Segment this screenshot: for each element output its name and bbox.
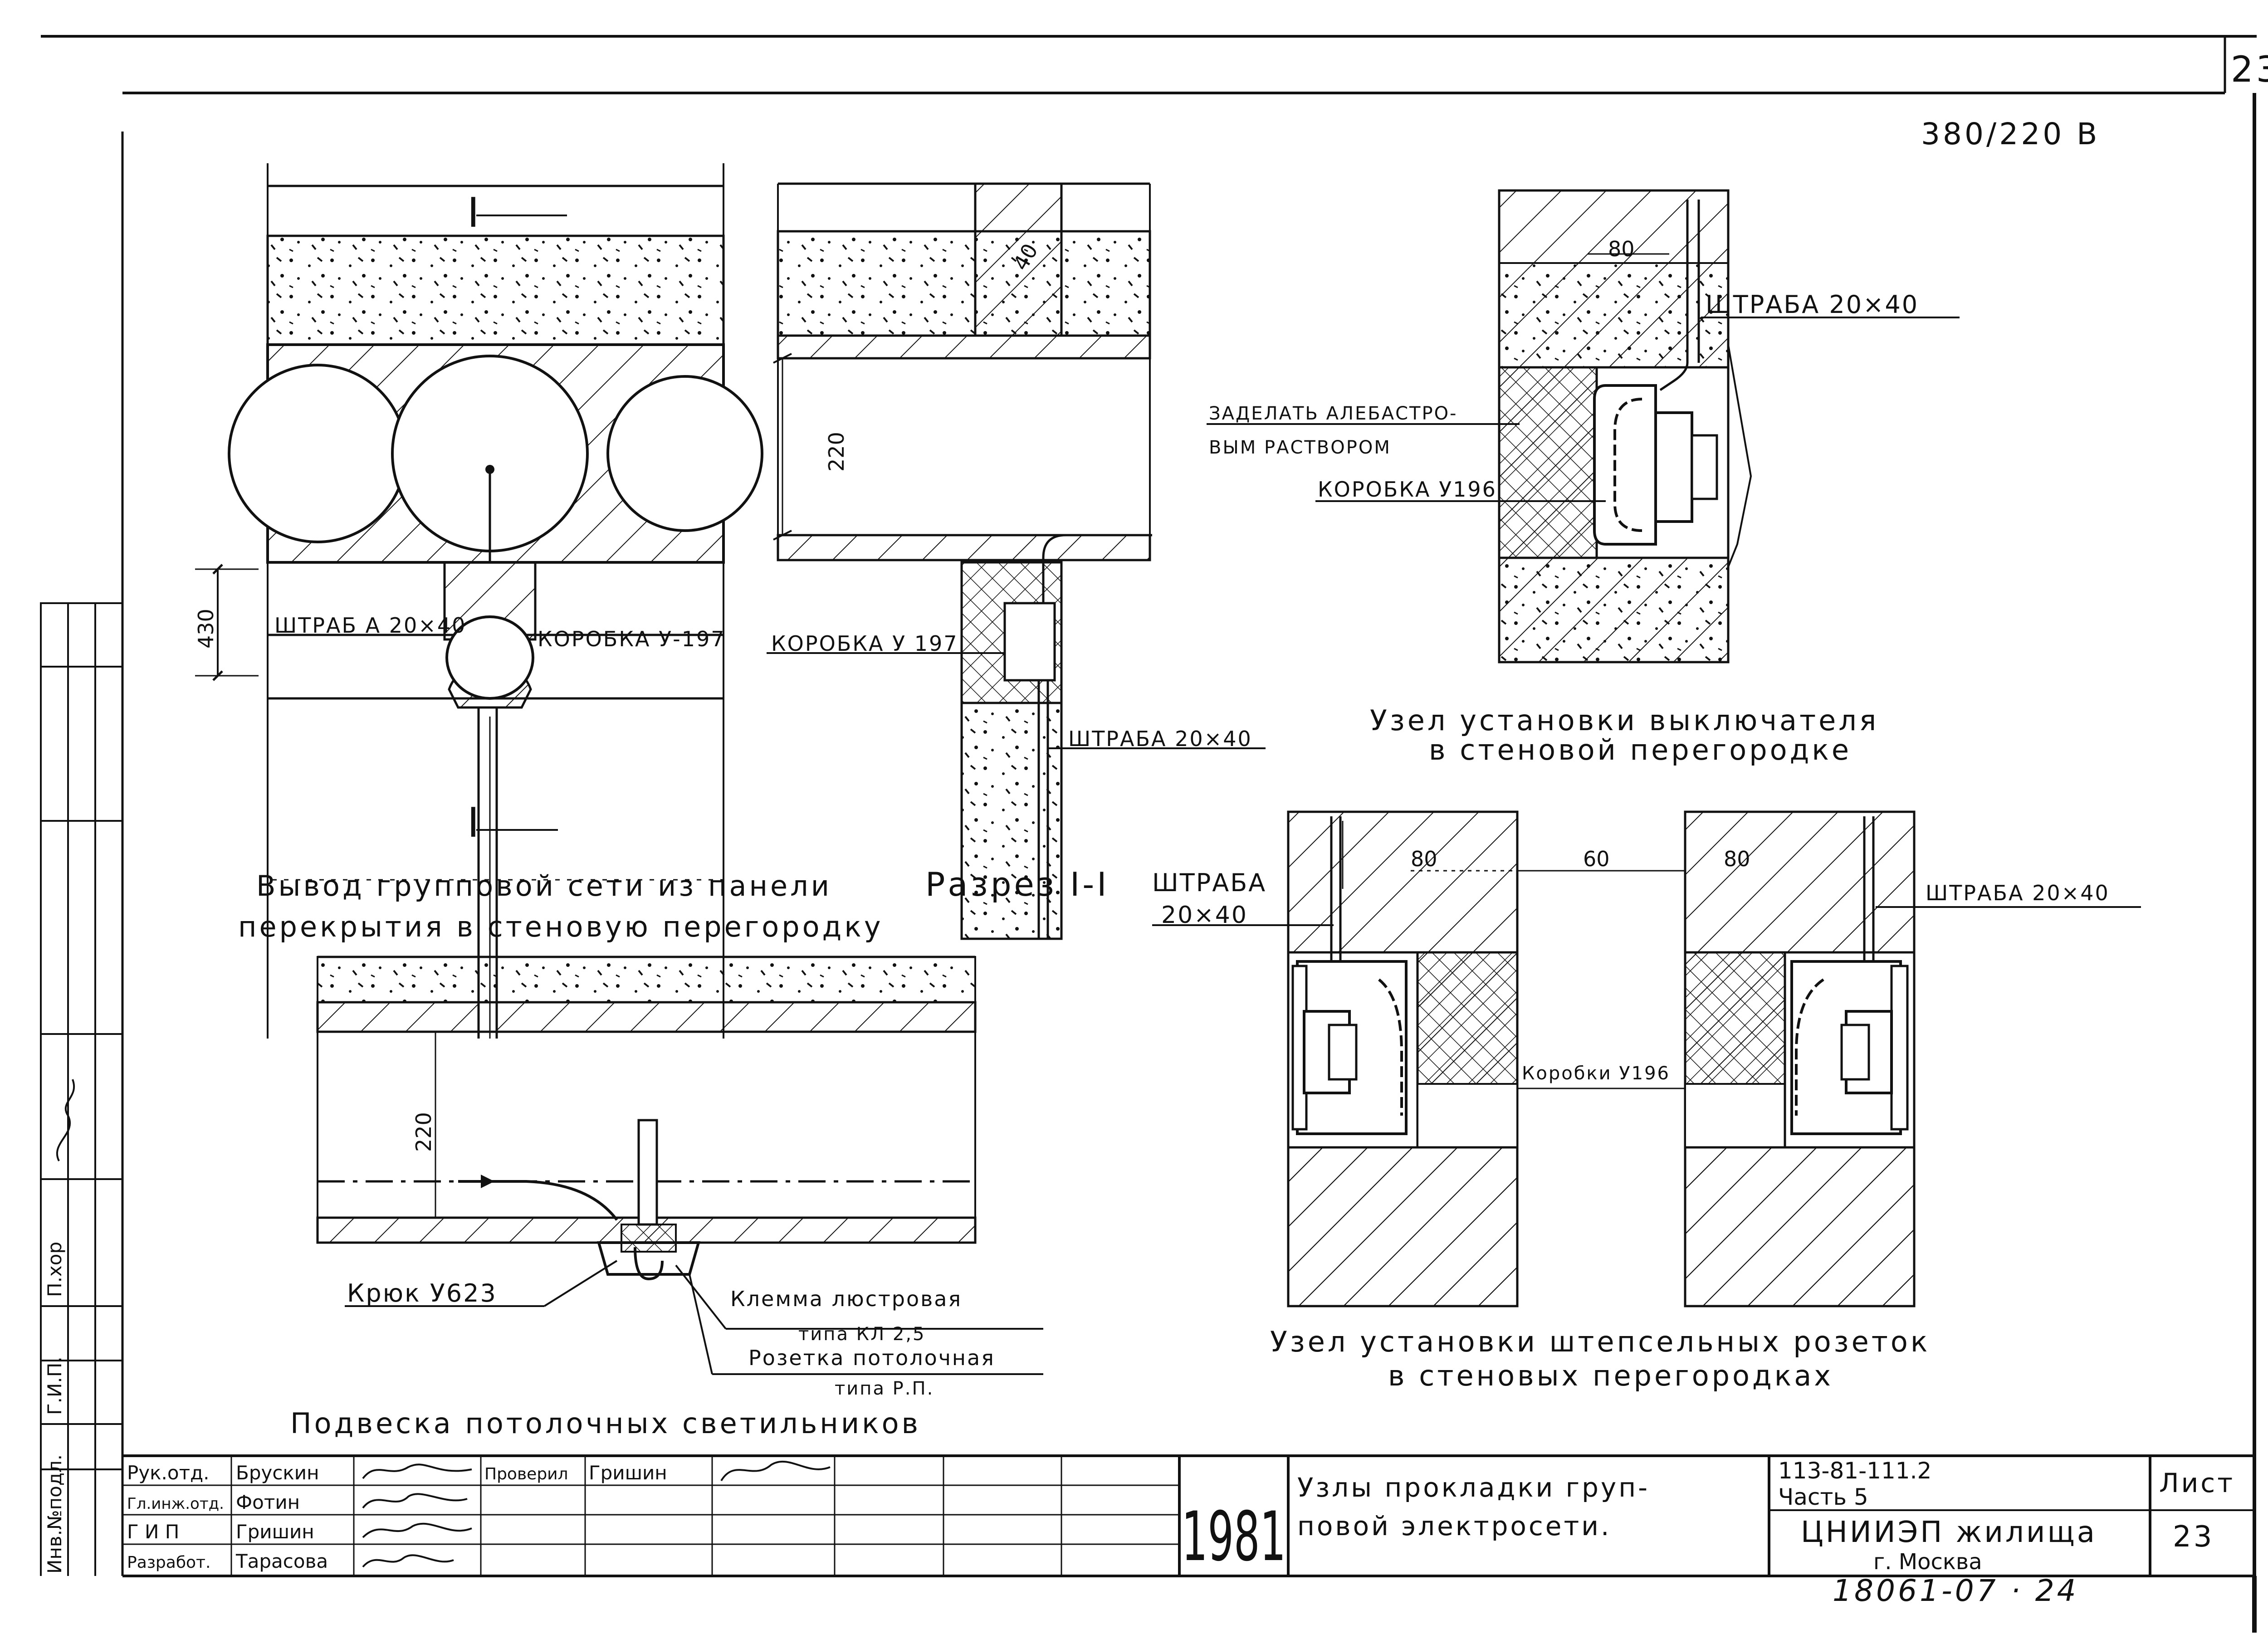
- socket-label-chase-left-2: 20×40: [1161, 902, 1248, 929]
- switch-label-seal-1: ЗАДЕЛАТЬ АЛЕБАСТРО-: [1209, 403, 1457, 424]
- panel-label-chase: ШТРАБ А 20×40: [274, 613, 466, 638]
- section-ii-label-chase: ШТРАБА 20×40: [1068, 727, 1252, 751]
- socket-dim-60: 60: [1583, 847, 1610, 871]
- corner-sheet-number: 23: [2231, 49, 2268, 90]
- tb-signatures: [362, 1460, 831, 1568]
- tb-name-0: Брускин: [236, 1462, 319, 1484]
- socket-label-boxes: Коробки У196: [1522, 1063, 1670, 1084]
- tb-name-1: Фотин: [236, 1491, 300, 1513]
- switch-node-drawing: [1207, 189, 1960, 663]
- tb-org-2: г. Москва: [1873, 1549, 1982, 1575]
- tb-checked-name: Гришин: [589, 1462, 667, 1484]
- tb-sheet-number: 23: [2173, 1520, 2214, 1554]
- switch-label-chase: ШТРАБА 20×40: [1706, 290, 1919, 319]
- tb-org-1: ЦНИИЭП жилища: [1801, 1516, 2097, 1549]
- tb-role-2: Г И П: [127, 1521, 179, 1543]
- tb-name-3: Тарасова: [235, 1550, 328, 1572]
- section-ii-dim-220: 220: [824, 432, 849, 472]
- panel-label-box: КОРОБКА У-197: [538, 627, 726, 651]
- hanger-caption: Подвеска потолочных светильников: [290, 1407, 921, 1440]
- hanger-label-rosette-2: типа Р.П.: [835, 1378, 934, 1399]
- panel-section-mark-top: I: [467, 189, 479, 237]
- panel-section-mark-bottom: I: [467, 799, 479, 847]
- tb-year: 1981: [1182, 1497, 1286, 1576]
- socket-label-chase-left-1: ШТРАБА: [1152, 868, 1266, 897]
- socket-caption-1: Узел установки штепсельных розеток: [1270, 1325, 1930, 1358]
- panel-outlet-drawing: [195, 163, 763, 1039]
- socket-dim-80-left: 80: [1411, 847, 1437, 871]
- panel-caption-1: Вывод групповой сети из панели: [256, 869, 832, 902]
- side-stamp-signature: [56, 1079, 75, 1161]
- tb-sheet-label: Лист: [2159, 1468, 2235, 1498]
- switch-caption-2: в стеновой перегородке: [1429, 733, 1852, 766]
- voltage-label: 380/220 В: [1921, 117, 2100, 151]
- tb-name-2: Гришин: [236, 1521, 314, 1543]
- panel-dim-430: 430: [194, 609, 218, 649]
- tb-title-1: Узлы прокладки груп-: [1297, 1472, 1650, 1503]
- side-stamp: [40, 602, 123, 1576]
- socket-node-drawing: [1152, 810, 2141, 1307]
- panel-caption-2: перекрытия в стеновую перегородку: [238, 910, 884, 943]
- tb-checked-label: Проверил: [484, 1465, 568, 1483]
- tb-code-2: Часть 5: [1778, 1484, 1868, 1510]
- side-stamp-inv: Инв.№подл.: [44, 1454, 66, 1574]
- section-ii-drawing: [767, 182, 1266, 940]
- switch-caption-1: Узел установки выключателя: [1370, 704, 1879, 737]
- switch-label-box: КОРОБКА У196: [1318, 477, 1497, 502]
- side-stamp-gip: Г.И.П.: [44, 1356, 66, 1415]
- tb-title-2: повой электросети.: [1297, 1511, 1611, 1541]
- side-stamp-ph: П.хор: [44, 1242, 66, 1297]
- switch-label-seal-2: ВЫМ РАСТВОРОМ: [1209, 437, 1391, 458]
- hanger-label-clamp-2: типа КЛ 2,5: [798, 1324, 925, 1345]
- switch-dim-80: 80: [1608, 237, 1635, 261]
- hanger-label-hook: Крюк У623: [347, 1279, 497, 1307]
- hanger-dim-220: 220: [411, 1112, 436, 1152]
- socket-dim-80-right: 80: [1724, 847, 1750, 871]
- tb-role-3: Разработ.: [127, 1553, 210, 1572]
- tb-code-1: 113-81-111.2: [1778, 1458, 1931, 1484]
- socket-label-chase-right: ШТРАБА 20×40: [1926, 881, 2110, 905]
- section-ii-label-box: КОРОБКА У 197: [771, 631, 958, 656]
- hanger-label-rosette-1: Розетка потолочная: [748, 1346, 995, 1370]
- title-block-grid: [122, 1454, 2254, 1576]
- tb-archive-number: 18061-07 · 24: [1833, 1573, 2079, 1608]
- ceiling-hanger-drawing: [316, 956, 1043, 1375]
- tb-role-0: Рук.отд.: [127, 1462, 209, 1484]
- section-ii-caption: Разрез I-I: [925, 865, 1109, 903]
- socket-caption-2: в стеновых перегородках: [1388, 1359, 1833, 1392]
- tb-role-1: Гл.инж.отд.: [127, 1495, 224, 1513]
- hanger-label-clamp-1: Клемма люстровая: [730, 1287, 962, 1311]
